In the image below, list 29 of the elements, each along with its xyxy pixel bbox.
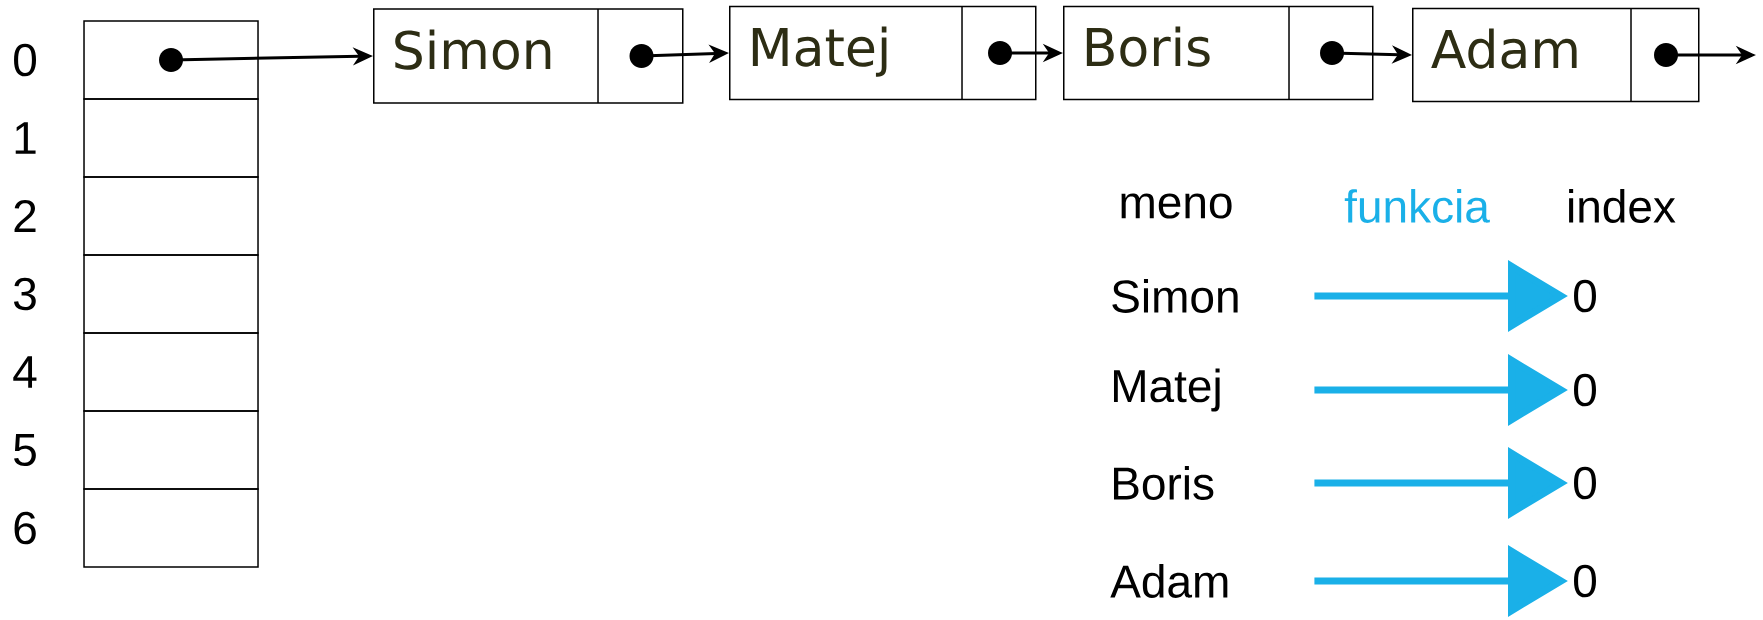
list-node-box: Boris — [1063, 5, 1374, 101]
array-cell — [83, 98, 259, 178]
name-text: Adam — [1110, 564, 1228, 598]
list-node-box: Adam — [1412, 7, 1700, 103]
index-value: 0 — [1574, 373, 1596, 407]
array-cell — [83, 410, 259, 490]
list-node-box: Matej — [729, 5, 1037, 101]
column-heading: funkcia — [1344, 189, 1490, 223]
array-cell — [83, 488, 259, 568]
index-number: 3 — [14, 277, 36, 311]
index-value: 0 — [1574, 279, 1596, 313]
array-cell — [83, 20, 259, 100]
index-value: 0 — [1574, 466, 1596, 500]
index-number: 6 — [14, 511, 36, 545]
name-text: Boris — [1114, 466, 1214, 500]
name-text: Simon — [1112, 279, 1238, 313]
array-cell — [83, 176, 259, 256]
index-number: 1 — [15, 122, 36, 154]
index-number: 5 — [14, 433, 36, 467]
index-value: 0 — [1574, 564, 1596, 598]
index-number: 2 — [14, 199, 36, 233]
name-text: Matej — [1114, 368, 1220, 412]
list-node-box: Simon — [373, 8, 684, 104]
array-cell — [83, 332, 259, 412]
column-heading: meno — [1121, 193, 1232, 219]
index-number: 0 — [14, 43, 36, 77]
column-heading: index — [1569, 189, 1676, 223]
index-number: 4 — [13, 356, 37, 388]
array-cell — [83, 254, 259, 334]
